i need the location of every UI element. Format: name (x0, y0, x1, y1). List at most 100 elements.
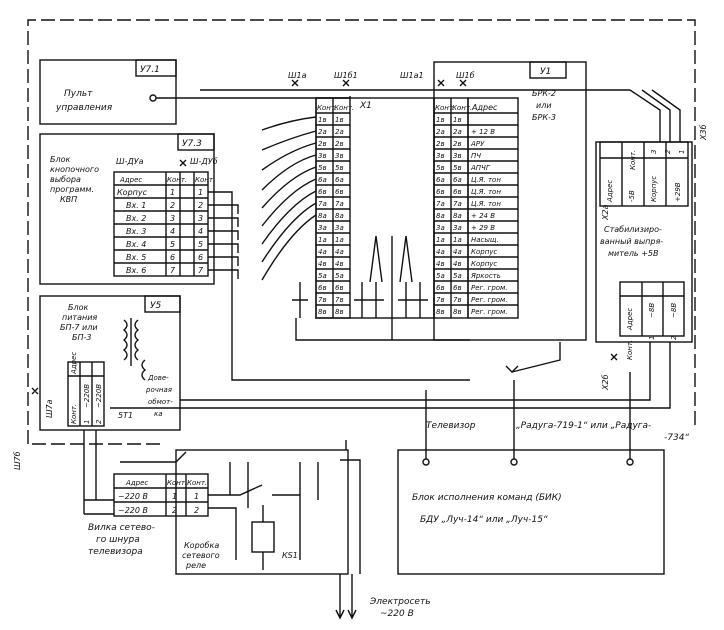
x1-row-label: 7а (318, 200, 327, 208)
bik-title: Блок исполнения команд (БИК) (412, 493, 562, 503)
x1-row-label: 1а (318, 236, 327, 244)
mains-label-2: ~220 В (380, 609, 414, 619)
u1-code: У1 (540, 67, 551, 77)
u73-row-addr: Корпус (117, 188, 148, 197)
x1-row-label: 8в (453, 308, 462, 316)
x1-row-label: 3в (318, 152, 327, 160)
relay-ks: КS1 (282, 551, 298, 560)
stab-title-3: митель +5В (608, 249, 658, 258)
x1-row-label: 6в (335, 188, 344, 196)
u5-table-addr: Адрес (70, 352, 78, 375)
stab-top-n: 1 (678, 150, 686, 154)
u1-addr-head: Адрес (471, 103, 498, 112)
mains-label-1: Электросеть (369, 597, 431, 607)
u73-row-addr: Вх. 1 (126, 201, 146, 210)
u73-row-n: 3 (170, 214, 175, 223)
x1-row-label: 4в (335, 260, 344, 268)
x1-row-label: 7а (453, 200, 462, 208)
u1-row-addr: Рег. гром. (471, 296, 508, 304)
u73-row-n: 1 (170, 188, 175, 197)
x1-conn-3: Ш1а1 (400, 71, 424, 80)
stab-title-1: Стабилизиро- (604, 225, 662, 234)
stab-bot-v: ~8В (670, 303, 678, 318)
u5-winding-1: Дове- (147, 374, 169, 382)
x1-row-label: 6в (453, 188, 462, 196)
u73-title-4: программ. (50, 185, 94, 194)
unit-u73-box (39, 133, 215, 285)
u73-conn-b: Ш-ДУб (190, 157, 218, 166)
x1-row-label: 5в (453, 164, 462, 172)
u1-row-addr: Насыщ. (471, 236, 499, 244)
u5-table-v: ~220В (95, 384, 103, 408)
stab-top-addr: Адрес (606, 180, 614, 203)
x1-labels: Х1 Ш1а Ш1б1 Ш1а1 Конт. Конт. Конт. Конт. (288, 71, 472, 112)
u73-row-m: 2 (198, 201, 203, 210)
x1-row-label: 6а (436, 176, 445, 184)
stab-bot-n: 1 (648, 336, 656, 340)
tv-label: Телевизор (426, 421, 476, 431)
u1-row-addr: + 24 В (471, 212, 495, 220)
u73-labels: У7.3 Блок кнопочного выбора программ. КВ… (50, 139, 218, 275)
x1-row-label: 2а (335, 128, 344, 136)
x1-row-label: 8в (436, 308, 445, 316)
plug-h-kont2: Конт. (187, 479, 207, 487)
plug-row-n: 1 (172, 492, 177, 501)
connector-x1-box (315, 97, 435, 319)
x1-row-label: 1а (436, 236, 445, 244)
x1-row-label: 6в (453, 284, 462, 292)
u73-row-n: 5 (170, 240, 175, 249)
x1-row-label: 7а (436, 200, 445, 208)
relay-box (175, 449, 349, 575)
x1-conn-2: Ш1б1 (334, 71, 358, 80)
x1-head: Конт. (317, 104, 337, 112)
bik-subtitle: БДУ „Луч-14“ или „Луч-15“ (420, 515, 548, 525)
x1-row-label: 4а (436, 248, 445, 256)
u73-row-m: 6 (198, 253, 203, 262)
u5-table-v: ~220В (83, 384, 91, 408)
x1-row-label: 6а (335, 176, 344, 184)
x1-row-label: 5а (453, 272, 462, 280)
u5-title-2: питания (62, 313, 97, 322)
fuse-symbols (292, 282, 428, 318)
u71-terminal (149, 94, 157, 102)
x1-row-label: 1в (453, 116, 462, 124)
u73-row-addr: Вх. 5 (126, 253, 146, 262)
u73-h-kont: Конт. (167, 176, 187, 184)
stab-top-v: Корпус (650, 176, 658, 202)
u5-table-n: 1 (83, 420, 91, 424)
x1-row-label: 6в (436, 188, 445, 196)
x1-row-label: 7в (453, 296, 462, 304)
x1-row-label: 1в (436, 116, 445, 124)
x1-row-label: 3в (335, 152, 344, 160)
u1-row-addr: Ц.Я. тон (471, 176, 501, 184)
u71-labels: У7.1 Пульт управления (55, 65, 160, 113)
u73-row-m: 7 (198, 266, 204, 275)
unit-u5-box (39, 295, 181, 431)
x1-row-label: 6в (318, 284, 327, 292)
u5-title-4: БП-3 (72, 333, 91, 342)
x1-row-label: 6в (318, 188, 327, 196)
x1-row-label: 2в (436, 140, 445, 148)
u1-row-addr: ПЧ (471, 152, 481, 160)
u73-title-5: КВП (60, 195, 77, 204)
u1-row-addr: + 12 В (471, 128, 495, 136)
x1-row-label: 8а (436, 212, 445, 220)
u5-winding-4: ка (154, 410, 163, 418)
stab-x3b: Х3б (699, 124, 708, 141)
stab-x2a: Х2а (601, 204, 610, 221)
u73-title-3: выбора (50, 175, 81, 184)
u1-row-addr: Ц.Я. тон (471, 200, 501, 208)
u1-row-addr: + 29 В (471, 224, 495, 232)
u5-title-1: Блок (68, 303, 88, 312)
unit-bik-box (397, 449, 665, 575)
stab-bot-addr: Адрес (626, 308, 634, 331)
u1-labels: У1 Ш1б БРК-2 или БРК-3 Адрес (456, 67, 556, 122)
u1-row-addr: Рег. гром. (471, 284, 508, 292)
u73-h-addr: Адрес (119, 176, 142, 184)
u71-title-2: управления (55, 103, 113, 113)
x1-row-label: 4а (453, 248, 462, 256)
u5-winding-3: обмот- (148, 398, 173, 406)
x1-row-label: 4в (453, 260, 462, 268)
